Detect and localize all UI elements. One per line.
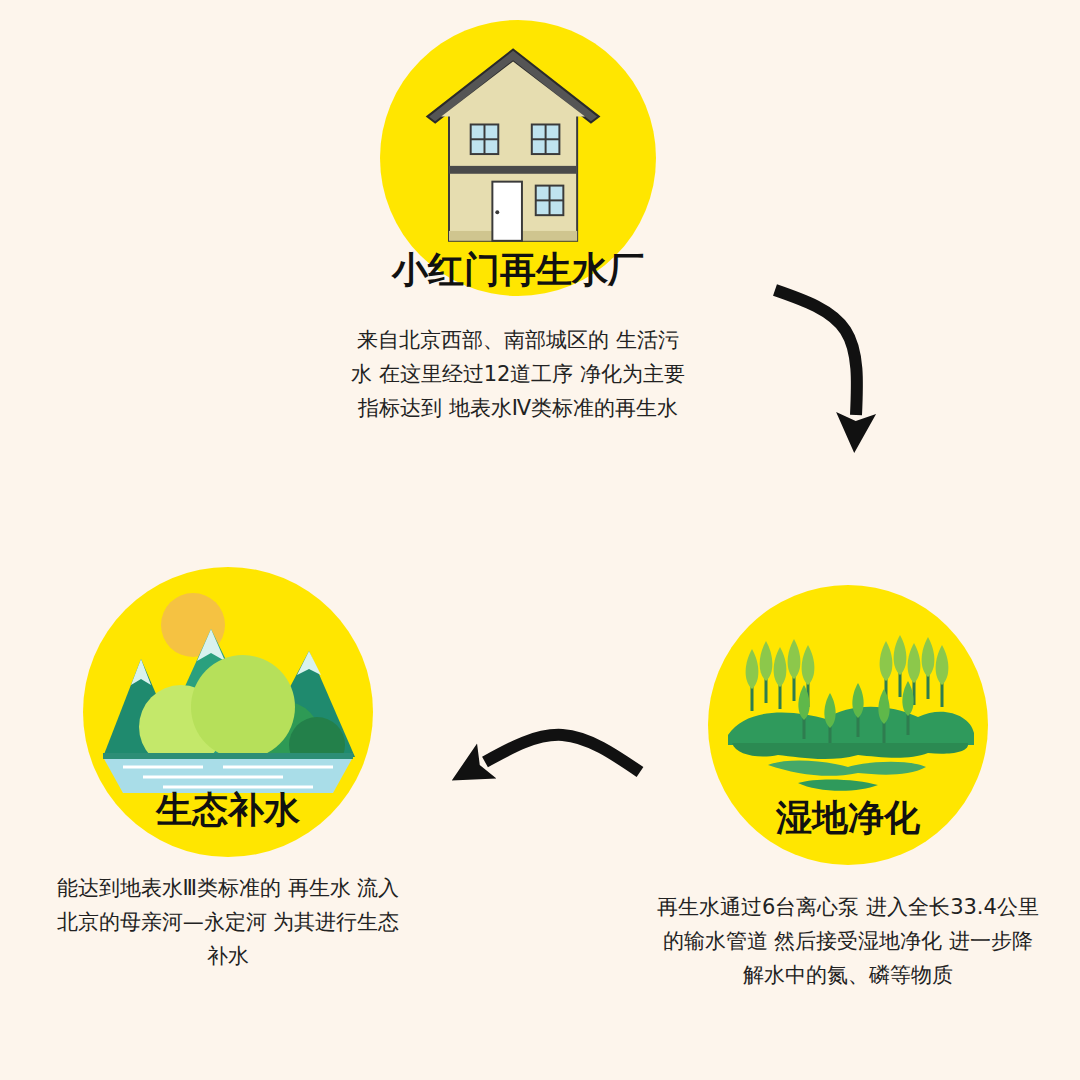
yellow-circle: 湿地净化 bbox=[708, 585, 988, 865]
flow-arrow bbox=[775, 290, 857, 415]
house bbox=[427, 50, 599, 241]
process-node: 湿地净化再生水通过6台离心泵 进入全长33.4公里的输水管道 然后接受湿地净化 … bbox=[648, 585, 1048, 992]
yellow-circle: 小红门再生水厂 bbox=[380, 20, 656, 296]
yellow-circle: 生态补水 bbox=[83, 567, 373, 857]
wetland bbox=[728, 635, 974, 791]
node-title: 湿地净化 bbox=[628, 797, 1068, 839]
node-title: 小红门再生水厂 bbox=[300, 249, 736, 291]
node-description: 再生水通过6台离心泵 进入全长33.4公里的输水管道 然后接受湿地净化 进一步降… bbox=[653, 890, 1043, 992]
node-description: 能达到地表水Ⅲ类标准的 再生水 流入北京的母亲河—永定河 为其进行生态补水 bbox=[53, 871, 403, 973]
node-title: 生态补水 bbox=[3, 789, 453, 831]
node-description: 来自北京西部、南部城区的 生活污水 在这里经过12道工序 净化为主要指标达到 地… bbox=[348, 323, 688, 425]
process-node: 生态补水能达到地表水Ⅲ类标准的 再生水 流入北京的母亲河—永定河 为其进行生态补… bbox=[28, 567, 428, 973]
landscape bbox=[103, 593, 355, 793]
process-node: 小红门再生水厂来自北京西部、南部城区的 生活污水 在这里经过12道工序 净化为主… bbox=[318, 20, 718, 425]
flow-arrow bbox=[485, 735, 640, 772]
